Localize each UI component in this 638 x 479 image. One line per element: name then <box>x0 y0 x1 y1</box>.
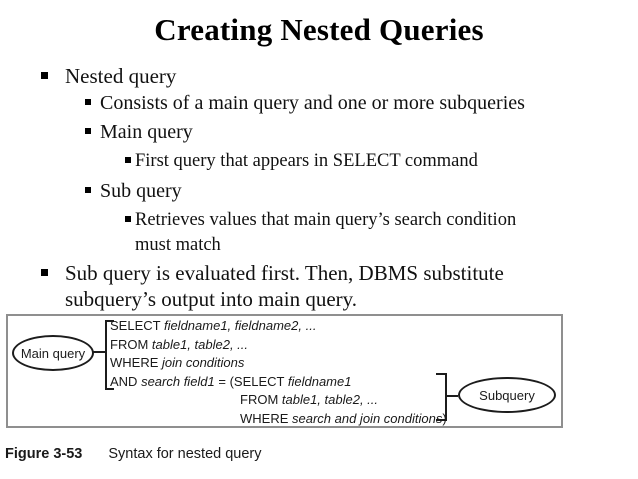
bullet-item: Main query <box>0 119 638 145</box>
nested-query-syntax-figure: Main query Subquery SELECT fieldname1, f… <box>6 314 563 428</box>
bullet-item: First query that appears in SELECT comma… <box>0 149 638 174</box>
sql-line: FROM table1, table2, ... <box>240 392 379 407</box>
bullet-item: Nested query <box>0 63 638 89</box>
main-query-bracket-top-serif <box>105 320 114 322</box>
subquery-bracket-line <box>445 373 447 421</box>
subquery-connector <box>447 395 458 397</box>
sql-line: WHERE search and join conditions) <box>240 411 447 426</box>
sql-line: FROM table1, table2, ... <box>110 337 249 352</box>
main-query-connector <box>92 351 105 353</box>
figure-caption: Figure 3-53 Syntax for nested query <box>5 445 262 463</box>
sql-line: SELECT fieldname1, fieldname2, ... <box>110 318 317 333</box>
main-query-bracket-bottom-serif <box>105 388 114 390</box>
bullet-item: Retrieves values that main query’s searc… <box>0 208 638 258</box>
main-query-ellipse: Main query <box>12 335 94 371</box>
main-query-bracket-line <box>105 320 107 390</box>
subquery-ellipse: Subquery <box>458 377 556 413</box>
figure-caption-label: Figure 3-53 <box>5 446 83 462</box>
subquery-bracket-bottom-serif <box>436 419 445 421</box>
subquery-bracket-top-serif <box>436 373 445 375</box>
sql-line: WHERE join conditions <box>110 355 245 370</box>
bullet-item: Sub query is evaluated first. Then, DBMS… <box>0 260 638 312</box>
sql-line: AND search field1 = (SELECT fieldname1 <box>110 374 352 389</box>
bullet-item: Consists of a main query and one or more… <box>0 90 638 116</box>
slide-title: Creating Nested Queries <box>154 12 484 47</box>
figure-caption-text: Syntax for nested query <box>108 446 262 462</box>
bullet-item: Sub query <box>0 178 638 204</box>
